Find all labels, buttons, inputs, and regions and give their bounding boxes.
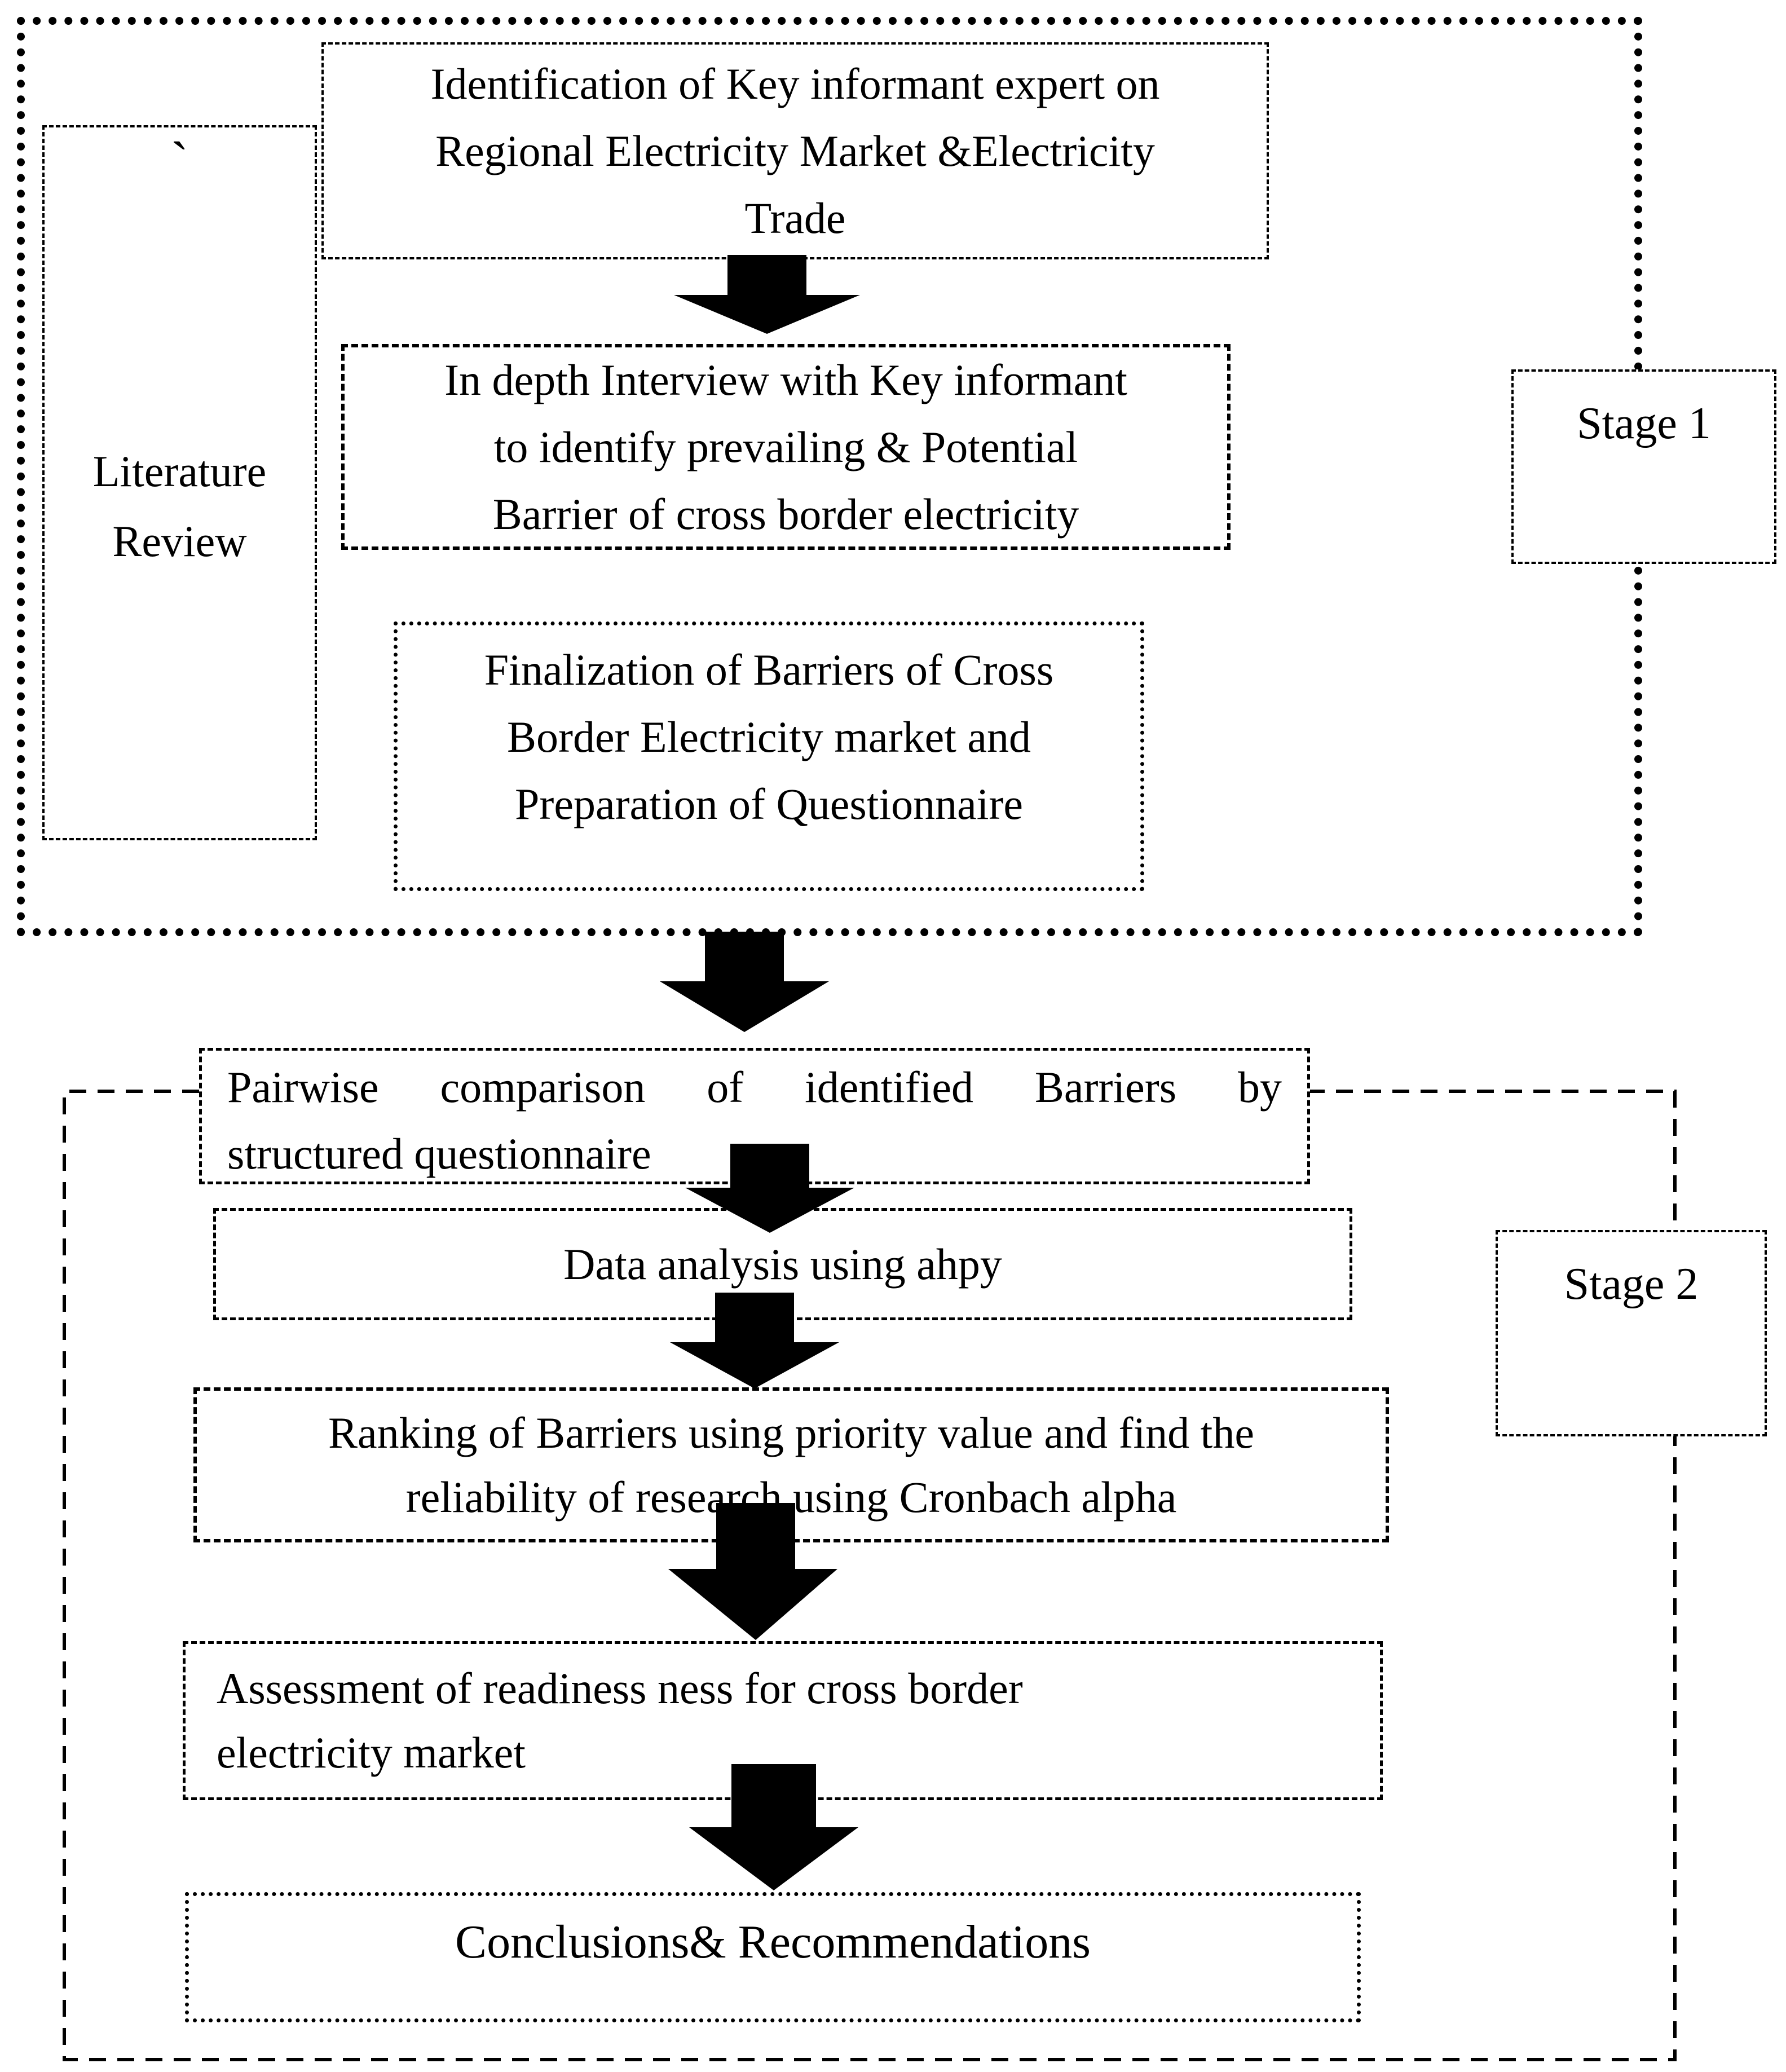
indepth-interview-box: In depth Interview with Key informant to… xyxy=(341,344,1231,550)
pairwise-line-2: structured questionnaire xyxy=(227,1129,651,1178)
stage1-label: Stage 1 xyxy=(1577,399,1711,448)
stray-backtick-mark: ` xyxy=(170,131,189,191)
assessment-line-1: Assessment of readiness ness for cross b… xyxy=(217,1664,1023,1713)
indepth-interview-line-3: Barrier of cross border electricity xyxy=(492,490,1079,539)
literature-review-label: Literature Review xyxy=(92,447,267,566)
ranking-line-2: reliability of research using Cronbach a… xyxy=(405,1472,1177,1522)
stage1-container-box xyxy=(17,17,1642,936)
data-analysis-label: Data analysis using ahpy xyxy=(563,1240,1002,1289)
identification-box: Identification of Key informant expert o… xyxy=(321,42,1269,259)
stage2-label-box: Stage 2 xyxy=(1496,1230,1767,1436)
identification-line-3: Trade xyxy=(744,193,846,243)
pairwise-comparison-box: Pairwise comparison of identified Barrie… xyxy=(199,1048,1310,1184)
ranking-box: Ranking of Barriers using priority value… xyxy=(193,1387,1389,1542)
data-analysis-box: Data analysis using ahpy xyxy=(213,1208,1352,1320)
ranking-line-1: Ranking of Barriers using priority value… xyxy=(328,1408,1254,1457)
stage1-label-box: Stage 1 xyxy=(1511,369,1776,564)
literature-review-box: ` Literature Review xyxy=(42,125,317,840)
assessment-box: Assessment of readiness ness for cross b… xyxy=(183,1641,1383,1800)
stage2-label: Stage 2 xyxy=(1564,1259,1699,1309)
finalization-line-3: Preparation of Questionnaire xyxy=(514,779,1024,828)
conclusions-box: Conclusions& Recommendations xyxy=(185,1892,1361,2022)
pairwise-line-1: Pairwise comparison of identified Barrie… xyxy=(227,1063,1282,1112)
finalization-line-1: Finalization of Barriers of Cross xyxy=(484,645,1054,694)
indepth-interview-line-1: In depth Interview with Key informant xyxy=(444,355,1127,404)
arrow-stage1-to-stage2-icon xyxy=(660,932,829,1032)
assessment-line-2: electricity market xyxy=(217,1728,526,1777)
conclusions-label: Conclusions& Recommendations xyxy=(455,1915,1091,1968)
indepth-interview-line-2: to identify prevailing & Potential xyxy=(493,422,1078,471)
finalization-line-2: Border Electricity market and xyxy=(506,712,1031,761)
finalization-box: Finalization of Barriers of Cross Border… xyxy=(394,621,1144,891)
identification-line-1: Identification of Key informant expert o… xyxy=(430,59,1160,108)
identification-line-2: Regional Electricity Market &Electricity xyxy=(435,126,1155,175)
